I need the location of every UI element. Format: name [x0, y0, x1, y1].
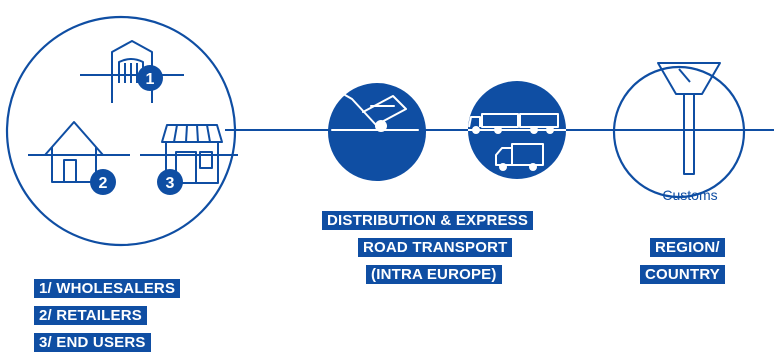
- region-label-line1: REGION/: [650, 238, 725, 257]
- marker-2-label: 2: [99, 175, 108, 192]
- marker-3-label: 3: [166, 175, 175, 192]
- truck-trailer-icon: [468, 113, 566, 134]
- warehouse-icon: [80, 40, 184, 103]
- hand-truck-icon: [331, 94, 419, 132]
- marker-2: [90, 169, 116, 195]
- customer-label-wholesalers: 1/ WHOLESALERS: [34, 279, 181, 298]
- house-icon: [28, 121, 130, 183]
- road-transport-circle: [468, 81, 566, 179]
- marker-1-label: 1: [146, 71, 155, 88]
- customers-circle: 1 2 3: [5, 15, 238, 247]
- customs-circle: Customs: [612, 62, 774, 203]
- region-label-line2: COUNTRY: [640, 265, 726, 284]
- shop-icon: [140, 124, 238, 184]
- customs-label: Customs: [662, 187, 717, 203]
- funnel-icon: [657, 62, 721, 175]
- customer-label-retailers: 2/ RETAILERS: [34, 306, 147, 325]
- distribution-circle: [328, 83, 426, 181]
- marker-3: [157, 169, 183, 195]
- customer-label-end-users: 3/ END USERS: [34, 333, 151, 352]
- transport-label-line3: (INTRA EUROPE): [366, 265, 502, 284]
- marker-1: [137, 65, 163, 91]
- transport-label-line2: ROAD TRANSPORT: [358, 238, 513, 257]
- transport-label-line1: DISTRIBUTION & EXPRESS: [322, 211, 534, 230]
- van-icon: [495, 143, 544, 171]
